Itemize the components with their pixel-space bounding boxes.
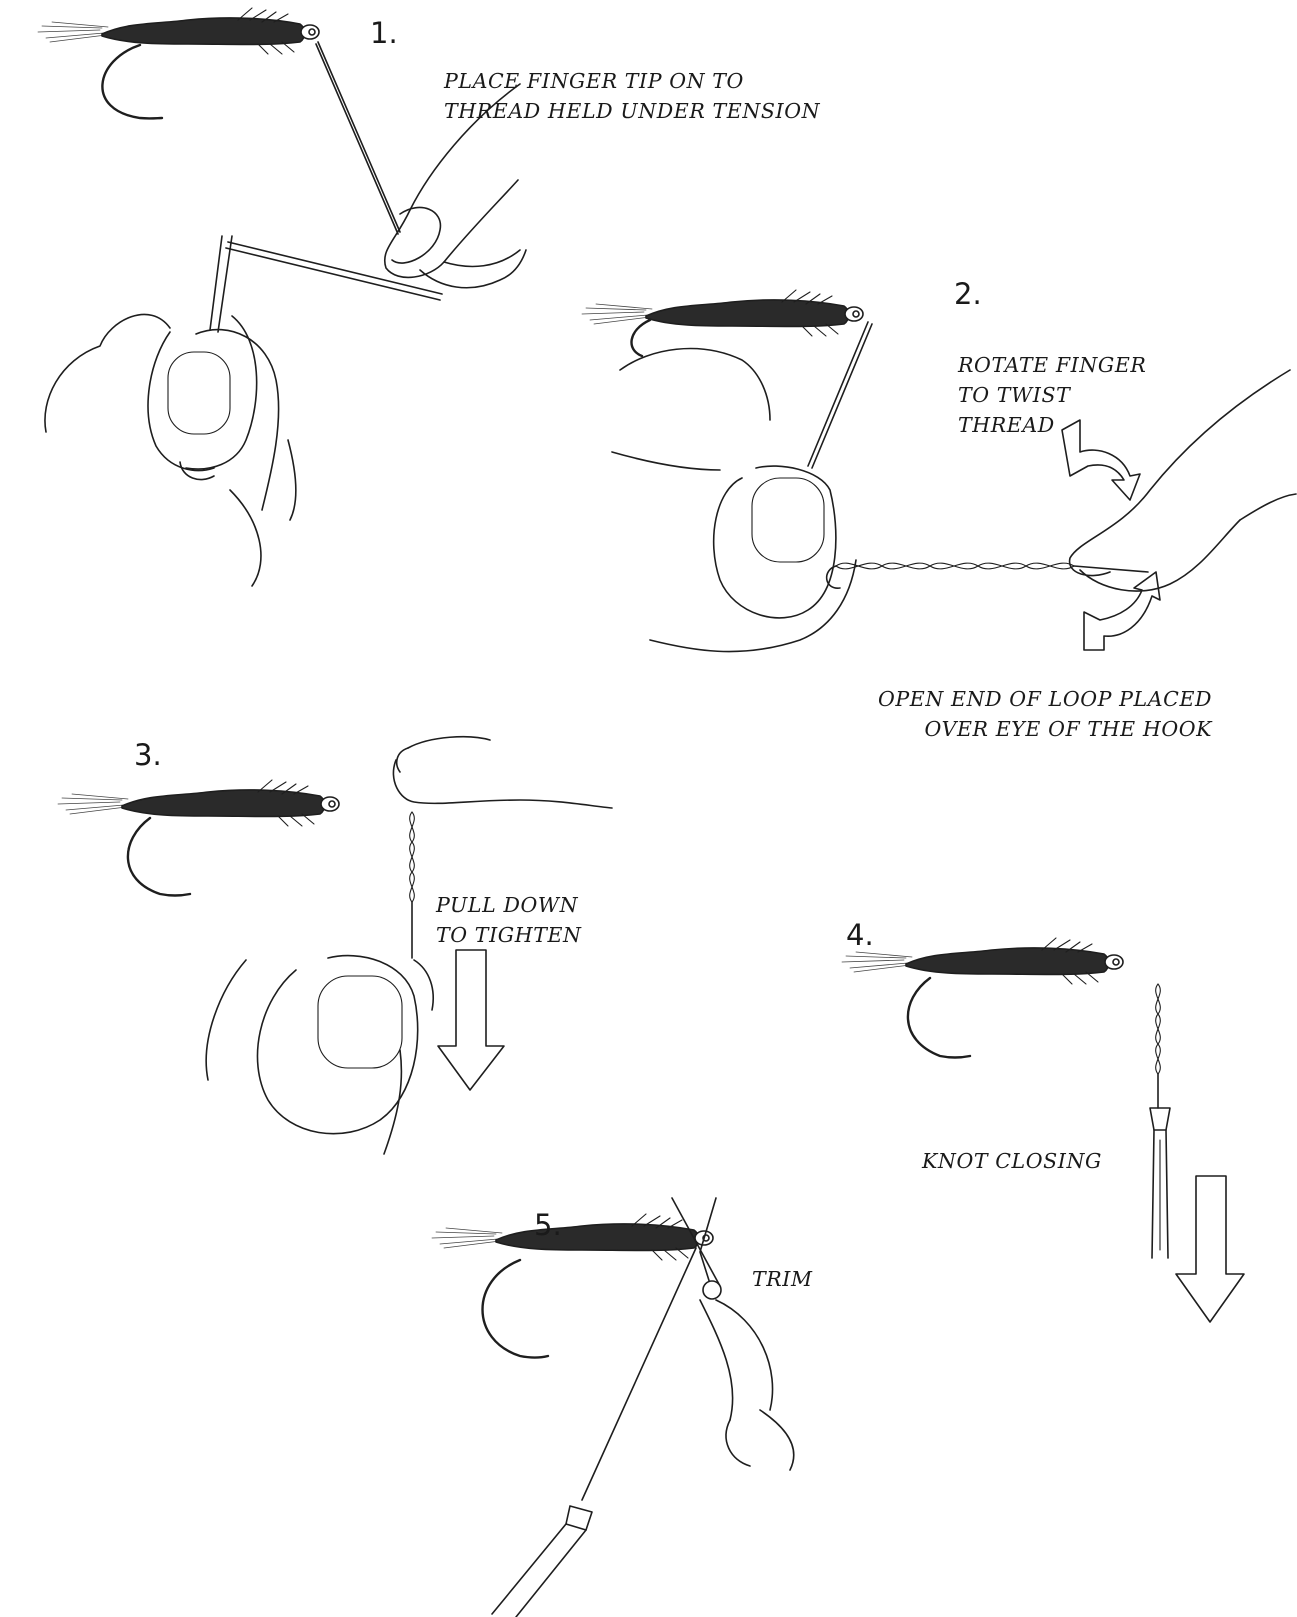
step4-instruction: KNOT CLOSING: [922, 1146, 1102, 1176]
step1-instruction-line: THREAD HELD UNDER TENSION: [444, 96, 820, 126]
step5-instruction: TRIM: [752, 1264, 813, 1294]
step3-instruction-line: TO TIGHTEN: [436, 920, 582, 950]
step2-loop-note-line: OVER EYE OF THE HOOK: [878, 714, 1212, 744]
step1-instruction: PLACE FINGER TIP ON TO THREAD HELD UNDER…: [444, 66, 820, 126]
step4-instruction-line: KNOT CLOSING: [922, 1146, 1102, 1176]
step1-instruction-line: PLACE FINGER TIP ON TO: [444, 66, 820, 96]
step2-instruction-line: ROTATE FINGER: [958, 350, 1146, 380]
step2-drawing: [582, 290, 1296, 652]
step5-instruction-line: TRIM: [752, 1264, 813, 1294]
step3-instruction-line: PULL DOWN: [436, 890, 582, 920]
step-number-4: 4.: [846, 918, 874, 952]
step2-instruction-line: TO TWIST: [958, 380, 1146, 410]
step2-instruction-line: THREAD: [958, 410, 1146, 440]
step2-instruction: ROTATE FINGER TO TWIST THREAD: [958, 350, 1146, 440]
step-number-5: 5.: [534, 1208, 562, 1242]
step3-instruction: PULL DOWN TO TIGHTEN: [436, 890, 582, 950]
step2-loop-note-line: OPEN END OF LOOP PLACED: [878, 684, 1212, 714]
step-number-1: 1.: [370, 16, 398, 50]
step4-drawing: [842, 938, 1244, 1322]
step5-drawing: [432, 1198, 794, 1617]
step-number-3: 3.: [134, 738, 162, 772]
step2-loop-note: OPEN END OF LOOP PLACED OVER EYE OF THE …: [878, 684, 1212, 744]
step-number-2: 2.: [954, 277, 982, 311]
